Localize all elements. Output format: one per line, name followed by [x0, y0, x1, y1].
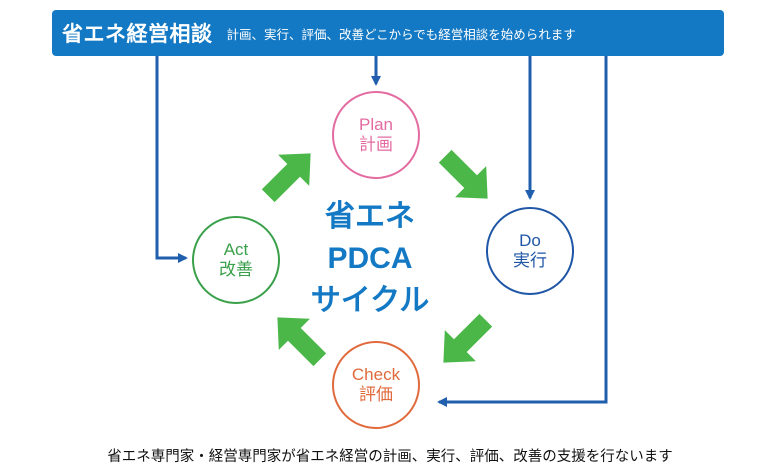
plan-label-en: Plan [358, 114, 394, 134]
plan-label-ja: 計画 [359, 135, 393, 155]
act-node: Act 改善 [192, 216, 280, 304]
do-node: Do 実行 [486, 207, 574, 295]
do-label-ja: 実行 [513, 251, 547, 271]
act-label-en: Act [223, 239, 249, 259]
footer-caption: 省エネ専門家・経営専門家が省エネ経営の計画、実行、評価、改善の支援を行ないます [107, 449, 673, 465]
center-line-2: PDCA [327, 242, 413, 275]
check-label-ja: 評価 [359, 385, 393, 405]
center-line-3: サイクル [310, 283, 430, 318]
cycle-arrow-do-to-check [443, 313, 493, 363]
cycle-arrow-plan-to-do [438, 149, 488, 199]
center-line-1: 省エネ [325, 199, 415, 234]
act-label-ja: 改善 [219, 260, 253, 280]
check-label-en: Check [351, 364, 401, 384]
banner-subtitle: 計画、実行、評価、改善どこからでも経営相談を始められます [226, 26, 576, 42]
banner-title: 省エネ経営相談 [62, 22, 213, 46]
cycle-center-title: 省エネ PDCA サイクル [270, 196, 470, 322]
check-node: Check 評価 [332, 341, 420, 429]
do-label-en: Do [519, 230, 541, 250]
entry-arrow-to-act [155, 56, 188, 263]
plan-node: Plan 計画 [332, 91, 420, 179]
cycle-arrow-check-to-act [277, 317, 327, 367]
cycle-arrow-act-to-plan [261, 153, 311, 203]
consultation-banner: 省エネ経営相談 計画、実行、評価、改善どこからでも経営相談を始められます [52, 10, 724, 56]
entry-arrow-to-check [437, 56, 608, 407]
